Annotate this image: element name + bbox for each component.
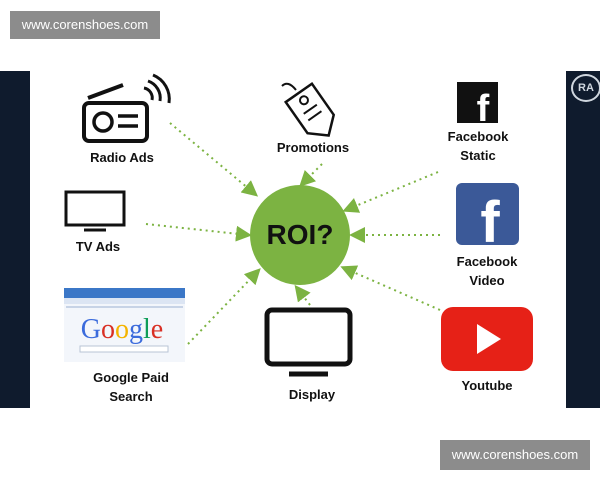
radio-icon (82, 73, 171, 143)
radio-ads-label: Radio Ads (90, 150, 154, 165)
google-screenshot: Google (64, 288, 185, 362)
roi-circle: ROI? (250, 185, 350, 285)
tv-icon (64, 190, 126, 232)
facebook-video-label-1: Facebook (456, 254, 518, 269)
facebook-video-icon: f (456, 183, 519, 255)
watermark-top: www.corenshoes.com (10, 11, 160, 39)
facebook-video-label-2: Video (469, 273, 505, 288)
svg-text:f: f (480, 190, 500, 255)
promotions-label: Promotions (276, 140, 350, 155)
youtube-label: Youtube (461, 378, 513, 393)
display-label: Display (288, 387, 336, 402)
price-tag-icon (283, 81, 336, 137)
watermark-bottom: www.corenshoes.com (440, 440, 590, 470)
google-paid-search-label-1: Google Paid (93, 370, 169, 385)
facebook-static-label-1: Facebook (447, 129, 509, 144)
monitor-icon (264, 307, 353, 377)
svg-text:f: f (477, 88, 490, 130)
google-paid-search-label-2: Search (109, 389, 153, 404)
tv-ads-label: TV Ads (75, 239, 121, 254)
youtube-icon (441, 307, 533, 371)
facebook-static-label-2: Static (460, 148, 496, 163)
svg-text:Google: Google (81, 314, 163, 345)
arrow-tv (145, 223, 252, 242)
right-frame-bar (566, 71, 600, 408)
arrow-google (187, 268, 261, 345)
arrow-youtube (340, 265, 441, 311)
arrow-display (294, 284, 311, 306)
arrow-promotions (299, 163, 323, 187)
tag-string-icon (281, 82, 297, 91)
arrow-radio (169, 122, 259, 197)
facebook-static-icon: f (457, 82, 498, 130)
left-frame-bar (0, 71, 30, 408)
arrow-facebook-static (342, 171, 439, 213)
